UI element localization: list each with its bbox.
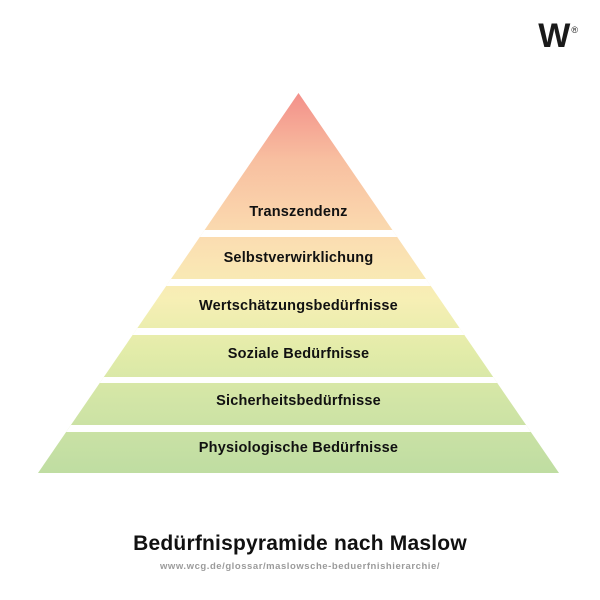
pyramid-level-physiologische: Physiologische Bedürfnisse — [198, 440, 399, 456]
pyramid-level-wertschaetzung: Wertschätzungsbedürfnisse — [199, 298, 398, 314]
pyramid-gradient-triangle — [38, 93, 559, 473]
pyramid-level-transzendenz: Transzendenz — [249, 204, 348, 220]
level-divider — [38, 376, 559, 383]
page-title: Bedürfnispyramide nach Maslow — [133, 532, 467, 555]
registered-trademark-icon: ® — [571, 25, 578, 35]
level-divider — [38, 230, 559, 237]
pyramid-level-soziale-beduerfnisse: Soziale Bedürfnisse — [227, 346, 370, 362]
source-url: www.wcg.de/glossar/maslowsche-beduerfnis… — [159, 561, 441, 572]
brand-logo: W® — [538, 16, 578, 57]
level-divider — [38, 328, 559, 335]
level-divider — [38, 425, 559, 432]
level-divider — [38, 279, 559, 286]
logo-w-letter: W — [538, 17, 570, 55]
pyramid-level-sicherheitsbeduerfnisse: Sicherheitsbedürfnisse — [216, 393, 381, 409]
footer-caption: Bedürfnispyramide nach Maslow www.wcg.de… — [0, 532, 600, 572]
pyramid-level-selbstverwirklichung: Selbstverwirklichung — [223, 250, 374, 266]
maslow-pyramid: Transzendenz Selbstverwirklichung Wertsc… — [38, 93, 559, 473]
